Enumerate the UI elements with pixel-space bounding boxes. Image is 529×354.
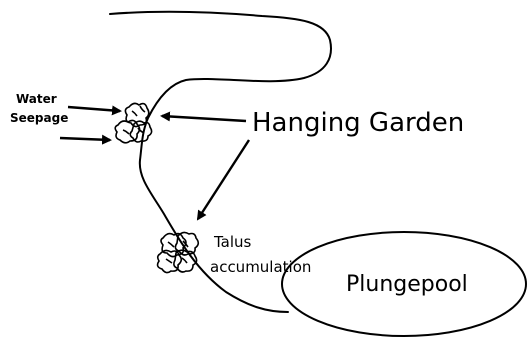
- plungepool-label: Plungepool: [346, 272, 468, 297]
- hanging-garden-label: Hanging Garden: [252, 108, 464, 138]
- hanging-garden-vegetation: [115, 103, 151, 142]
- water-seepage-label-line2: Seepage: [10, 111, 68, 125]
- talus-arrow: [198, 140, 249, 219]
- seepage-arrow-upper: [68, 107, 120, 111]
- hanging-garden-arrow: [162, 116, 246, 121]
- seepage-arrow-lower: [60, 138, 110, 140]
- talus-label-line1: Talus: [213, 233, 252, 251]
- water-seepage-label-line1: Water: [16, 92, 57, 106]
- talus-label-line2: accumulation: [210, 258, 311, 276]
- talus-vegetation: [158, 232, 199, 272]
